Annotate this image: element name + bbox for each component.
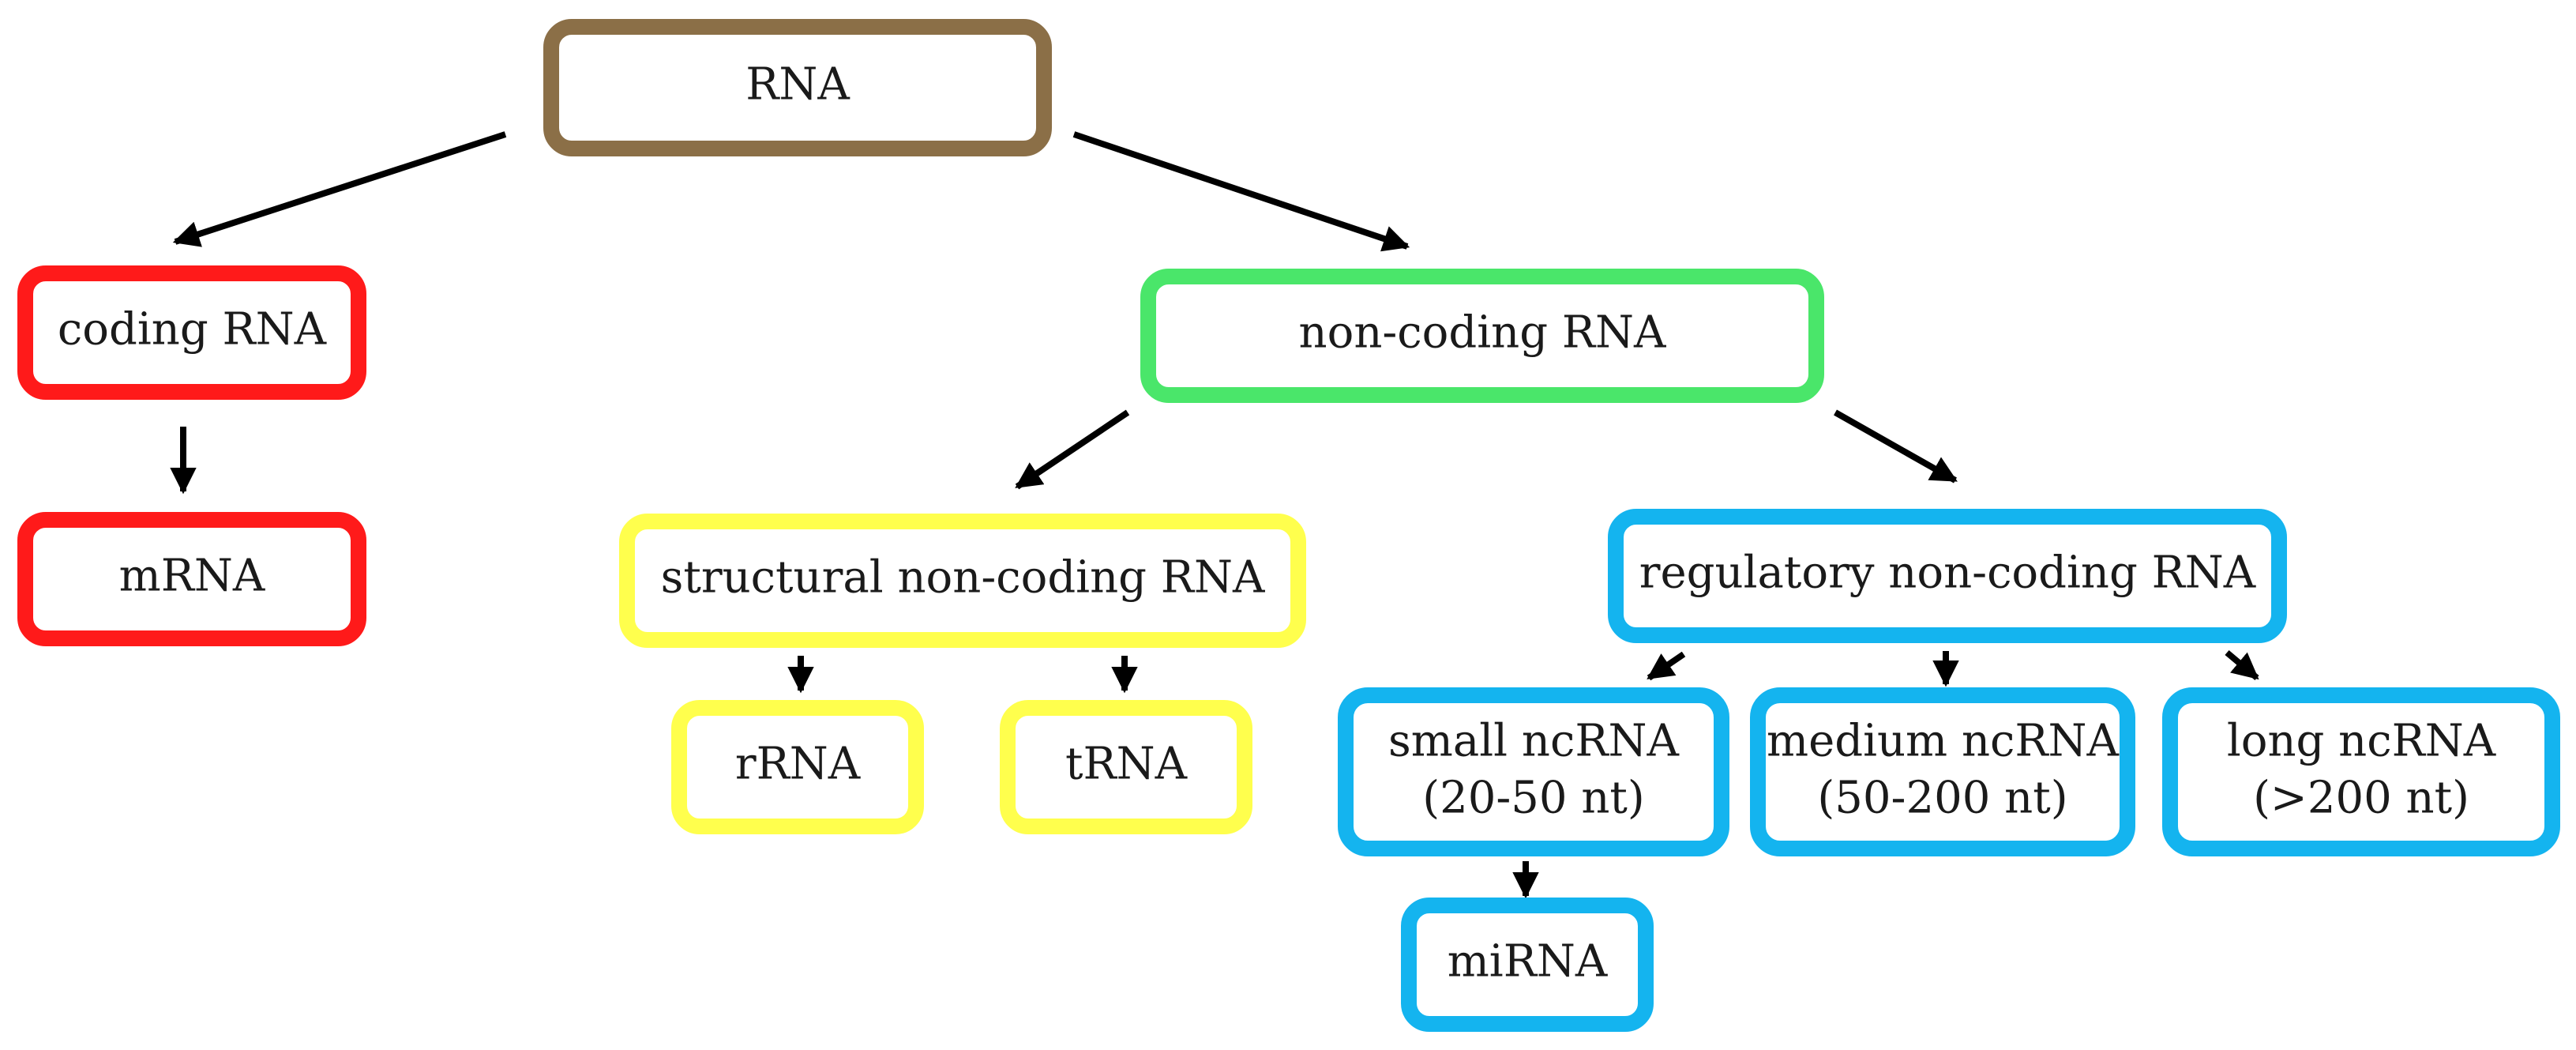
node-mrna-box — [17, 512, 366, 646]
node-regulatory-ncrna-label: regulatory non-coding RNA — [1639, 548, 2256, 599]
node-regulatory-ncrna-box — [1608, 509, 2287, 643]
node-structural-ncrna-box — [619, 514, 1306, 648]
node-medium-ncrna: medium ncRNA (50-200 nt) — [1750, 687, 2135, 856]
node-rrna: rRNA — [671, 700, 924, 834]
edges-group — [170, 131, 2259, 899]
node-long-ncrna-box — [2162, 687, 2560, 856]
node-rna-label: RNA — [745, 59, 850, 111]
node-mirna: miRNA — [1401, 898, 1654, 1032]
node-small-ncrna-label: small ncRNA — [1388, 716, 1679, 767]
node-mrna-label: mRNA — [119, 551, 265, 602]
node-small-ncrna-sublabel: (20-50 nt) — [1422, 773, 1645, 824]
node-mirna-label: miRNA — [1448, 936, 1608, 988]
node-coding-rna: coding RNA — [17, 265, 366, 400]
edge-regulatory-to-small — [1647, 651, 1686, 681]
node-structural-ncrna-label: structural non-coding RNA — [661, 552, 1265, 604]
edge-rna-to-coding-rna — [172, 131, 507, 247]
node-long-ncrna: long ncRNA (>200 nt) — [2162, 687, 2560, 856]
node-coding-rna-label: coding RNA — [58, 304, 327, 356]
node-trna-label: tRNA — [1065, 739, 1188, 790]
node-trna: tRNA — [1000, 700, 1252, 834]
node-non-coding-rna-label: non-coding RNA — [1299, 307, 1666, 359]
node-long-ncrna-sublabel: (>200 nt) — [2253, 773, 2469, 824]
node-rna: RNA — [543, 19, 1052, 156]
edge-non-coding-rna-to-regulatory — [1834, 409, 1958, 484]
node-medium-ncrna-box — [1750, 687, 2135, 856]
node-mrna: mRNA — [17, 512, 366, 646]
node-structural-ncrna: structural non-coding RNA — [619, 514, 1306, 648]
node-rrna-label: rRNA — [735, 739, 861, 790]
node-regulatory-ncrna: regulatory non-coding RNA — [1608, 509, 2287, 643]
node-medium-ncrna-sublabel: (50-200 nt) — [1817, 773, 2067, 824]
node-long-ncrna-label: long ncRNA — [2227, 716, 2496, 767]
node-non-coding-rna: non-coding RNA — [1140, 269, 1824, 403]
edge-rna-to-non-coding-rna — [1072, 131, 1410, 252]
node-mirna-box — [1401, 898, 1654, 1032]
node-coding-rna-box — [17, 265, 366, 400]
node-medium-ncrna-label: medium ncRNA — [1767, 716, 2120, 767]
node-rrna-box — [671, 700, 924, 834]
node-trna-box — [1000, 700, 1252, 834]
node-rna-box — [543, 19, 1052, 156]
node-small-ncrna: small ncRNA (20-50 nt) — [1338, 687, 1729, 856]
edge-non-coding-rna-to-structural — [1015, 409, 1130, 490]
node-non-coding-rna-box — [1140, 269, 1824, 403]
node-small-ncrna-box — [1338, 687, 1729, 856]
edge-regulatory-to-long — [2225, 649, 2259, 681]
